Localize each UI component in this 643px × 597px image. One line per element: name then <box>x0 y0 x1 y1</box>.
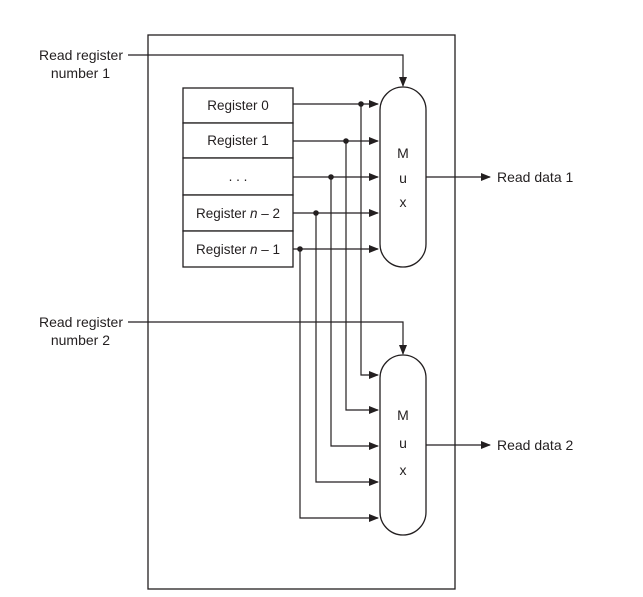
read-register-1-label-line2: number 1 <box>51 65 110 81</box>
register-n-minus-1: Register n – 1 <box>182 230 294 268</box>
mux-2-letter-u: u <box>399 435 407 451</box>
read-register-1-select-line <box>128 54 407 87</box>
register-n-minus-2-label: Register n – 2 <box>196 206 280 221</box>
register-ellipsis: . . . <box>182 157 294 196</box>
mux-1-letter-m: M <box>397 145 409 161</box>
mux-1-input-wires <box>293 100 379 253</box>
register-n-minus-1-label: Register n – 1 <box>196 242 280 257</box>
read-register-2-input: Read register number 2 <box>39 314 407 355</box>
mux-2-letter-x: x <box>400 462 407 478</box>
read-data-2-label: Read data 2 <box>497 437 573 453</box>
read-register-1-label-line1: Read register <box>39 47 123 63</box>
mux-1-letter-u: u <box>399 170 407 186</box>
register-0-label: Register 0 <box>207 98 269 113</box>
read-register-1-input: Read register number 1 <box>39 47 407 87</box>
read-data-1-label: Read data 1 <box>497 169 573 185</box>
read-register-2-select-line <box>128 321 407 355</box>
register-1-label: Register 1 <box>207 133 269 148</box>
register-file-boundary <box>147 34 456 590</box>
register-n-minus-2: Register n – 2 <box>182 194 294 232</box>
mux-1: M u x <box>379 86 427 268</box>
mux-1-letter-x: x <box>400 194 407 210</box>
mux-2-letter-m: M <box>397 407 409 423</box>
register-ellipsis-label: . . . <box>229 169 248 184</box>
register-0: Register 0 <box>182 87 294 124</box>
read-data-1-output: Read data 1 <box>426 169 573 185</box>
read-register-2-label-line1: Read register <box>39 314 123 330</box>
register-stack: Register 0 Register 1 . . . Register n –… <box>182 87 294 268</box>
mux-2: M u x <box>379 354 427 536</box>
mux-2-input-wires <box>299 104 379 522</box>
read-data-2-output: Read data 2 <box>426 437 573 453</box>
wire-junctions <box>297 101 364 252</box>
register-1: Register 1 <box>182 122 294 159</box>
read-register-2-label-line2: number 2 <box>51 332 110 348</box>
